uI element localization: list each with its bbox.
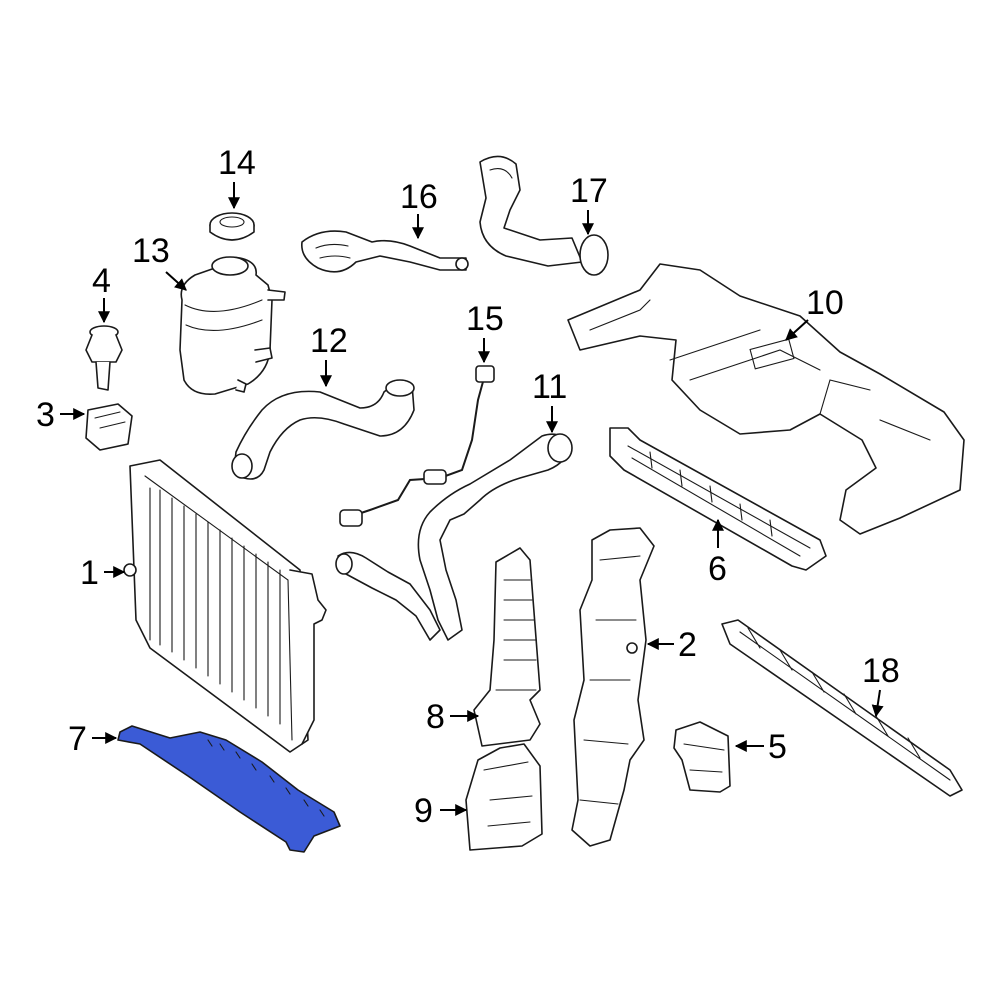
callout-label-4: 4 [92, 262, 111, 300]
part-18-seal-strip[interactable] [721, 619, 963, 797]
leader-arrow-10 [785, 319, 809, 341]
part-7-lower-cover[interactable] [117, 725, 341, 853]
callout-18: 18 [862, 652, 900, 718]
part-12-hose[interactable] [231, 379, 415, 480]
part-4-clip-pin[interactable] [85, 325, 123, 391]
callout-label-6: 6 [708, 550, 727, 588]
callout-9: 9 [414, 792, 468, 830]
callout-label-13: 13 [132, 232, 170, 270]
part-16-hose[interactable] [301, 230, 469, 273]
callout-4: 4 [92, 262, 111, 324]
callout-13: 13 [132, 232, 187, 291]
callout-12: 12 [310, 322, 348, 388]
callout-label-12: 12 [310, 322, 348, 360]
callout-label-18: 18 [862, 652, 900, 690]
callout-10: 10 [785, 284, 844, 341]
callout-label-2: 2 [678, 626, 697, 664]
part-13-expansion-tank[interactable] [179, 256, 286, 396]
leader-arrow-13 [165, 271, 187, 291]
callout-label-17: 17 [570, 172, 608, 210]
callout-16: 16 [400, 178, 438, 240]
callout-label-14: 14 [218, 144, 256, 182]
callout-17: 17 [570, 172, 608, 236]
part-2-side-bracket[interactable] [571, 527, 655, 847]
part-6-bracket[interactable] [609, 427, 827, 571]
callout-15: 15 [466, 300, 504, 364]
callout-6: 6 [708, 518, 727, 588]
leader-arrow-18 [871, 689, 884, 718]
callout-8: 8 [426, 698, 480, 736]
callout-1: 1 [80, 554, 126, 592]
callout-3: 3 [36, 396, 86, 434]
callout-label-5: 5 [768, 728, 787, 766]
part-15-sensor-harness[interactable] [339, 365, 495, 527]
part-9-air-guide-lower[interactable] [465, 743, 543, 851]
part-11-hose[interactable] [335, 433, 573, 641]
callout-label-1: 1 [80, 554, 99, 592]
callout-label-15: 15 [466, 300, 504, 338]
part-8-air-guide[interactable] [473, 547, 541, 747]
callout-label-10: 10 [806, 284, 844, 322]
callout-7: 7 [68, 720, 118, 758]
part-14-reservoir-cap[interactable] [209, 212, 255, 241]
callout-label-9: 9 [414, 792, 433, 830]
part-5-bracket[interactable] [673, 721, 731, 793]
part-1-radiator[interactable] [123, 459, 327, 753]
callout-5: 5 [734, 728, 787, 766]
part-17-hose[interactable] [479, 155, 609, 276]
callout-label-8: 8 [426, 698, 445, 736]
callout-14: 14 [218, 144, 256, 210]
callout-label-11: 11 [532, 368, 567, 406]
callout-label-16: 16 [400, 178, 438, 216]
callout-2: 2 [646, 626, 697, 664]
part-10-air-duct[interactable] [567, 263, 965, 535]
callout-11: 11 [532, 368, 567, 434]
callout-label-7: 7 [68, 720, 87, 758]
callout-label-3: 3 [36, 396, 55, 434]
part-3-nut[interactable] [85, 403, 133, 451]
